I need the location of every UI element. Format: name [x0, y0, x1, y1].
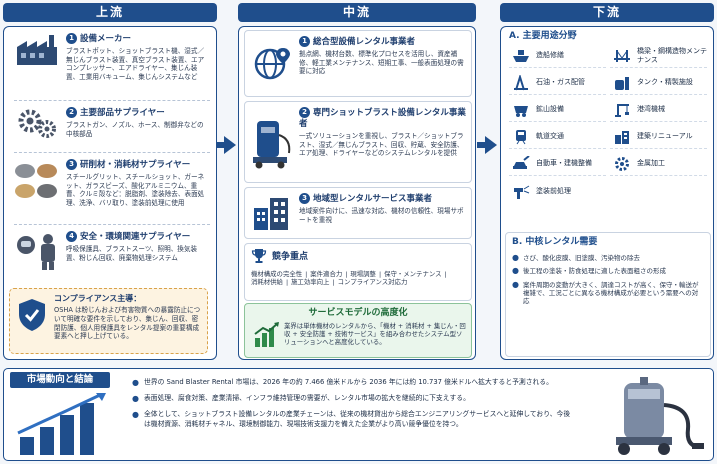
service-model-title: サービスモデルの高度化 [308, 308, 408, 318]
application-item: 建築リニューアル [610, 126, 707, 149]
market-point: ●表面処理、腐食対策、産業清掃、インフラ維持管理の需要が、レンタル市場の拡大を継… [132, 393, 470, 403]
item-title: 総合型設備レンタル事業者 [313, 37, 416, 47]
abrasive-piles-icon [12, 159, 62, 207]
tank-icon [610, 75, 634, 91]
sandblaster-machine-icon [594, 375, 706, 457]
section-a-title: A. 主要用途分野 [509, 31, 577, 41]
compliance-box: コンプライアンス主導： OSHA は粉じんおよび有害物質への暴露防止について明確… [9, 288, 208, 354]
upstream-column: 上流 [3, 3, 217, 22]
globe-location-icon [249, 36, 295, 91]
downstream-column: 下流 [500, 3, 714, 22]
item-title: 地域型レンタルサービス事業者 [313, 194, 433, 204]
market-section: 市場動向と結論 ●世界の Sand Blaster Rental 市場は、202… [3, 368, 714, 461]
upstream-header: 上流 [3, 3, 217, 22]
compliance-desc: OSHA は粉じんおよび有害物質への暴露防止について明確な要件を示しており、集じ… [54, 306, 201, 341]
item-title: 安全・環境関連サプライヤー [80, 232, 191, 242]
item-desc: スチールグリット、スチールショット、ガーネット、ガラスビーズ、酸化アルミニウム、… [66, 173, 205, 207]
mining-cart-icon [509, 102, 533, 118]
demand-item: ●後工程の塗装・防食処理に適した表面粗さの形成 [512, 266, 666, 276]
application-item: 港湾機械 [610, 99, 707, 122]
arrow-right-icon [477, 136, 497, 154]
protective-gear-icon [12, 231, 62, 271]
item-desc: 一式ソリューションを重視し、ブラスト／ショットブラスト、湿式／無じんブラスト、回… [299, 132, 464, 158]
bridge-icon [610, 48, 634, 64]
section-b-title: B. 中核レンタル需要 [512, 237, 598, 247]
application-item: 橋梁・鋼構造物メンテナンス [610, 45, 707, 68]
ship-icon [509, 48, 533, 64]
divider [14, 224, 210, 225]
service-model-box: サービスモデルの高度化 業界は単体機材のレンタルから、「機材 + 消耗材 + 集… [244, 303, 472, 358]
gear-icon [610, 156, 634, 172]
demand-item: ●案件周期の変動が大きく、調達コストが高く、保守・輸送が複雑で、工況ごとに異なる… [512, 279, 699, 306]
growth-bar-chart-icon [14, 393, 114, 457]
item-desc: 地域案件向けに、迅速な対応、機材の信頼性、現場サポートを重視 [299, 207, 464, 224]
building-icon [610, 129, 634, 145]
market-point: ●世界の Sand Blaster Rental 市場は、2026 年の約 7.… [132, 378, 553, 387]
compliance-title: コンプライアンス主導： [54, 294, 142, 303]
divider [14, 100, 210, 101]
demand-item: ●さび、酸化皮膜、旧塗膜、汚染物の除去 [512, 252, 640, 262]
trophy-icon [251, 248, 267, 267]
application-item: 造船修繕 [509, 45, 606, 68]
competition-box: 競争重点 機材構成の完全性 | 案件適合力 | 現場調整 | 保守・メンテナンス… [244, 243, 472, 301]
item-desc: ブラストポット、ショットブラスト機、湿式／無じんブラスト装置、真空ブラスト装置、… [66, 47, 205, 81]
item-title: 専門ショットブラスト設備レンタル事業者 [299, 108, 466, 130]
market-tag: 市場動向と結論 [10, 372, 110, 388]
application-item: 塗装前処理 [509, 180, 606, 203]
midstream-header: 中流 [238, 3, 476, 22]
downstream-header: 下流 [500, 3, 714, 22]
item-title: 設備メーカー [80, 34, 132, 44]
application-item: 自動車・建機整備 [509, 153, 606, 176]
factory-icon [12, 33, 62, 81]
competition-points: 機材構成の完全性 | 案件適合力 | 現場調整 | 保守・メンテナンス | 消耗… [251, 270, 447, 287]
core-demand-box: B. 中核レンタル需要 ●さび、酸化皮膜、旧塗膜、汚染物の除去 ●後工程の塗装・… [505, 232, 711, 357]
application-item: 金属加工 [610, 153, 707, 176]
service-model-desc: 業界は単体機材のレンタルから、「機材 + 消耗材 + 集じん・回収 + 安全防護… [284, 321, 466, 347]
oil-rig-icon [509, 75, 533, 91]
market-points: ●世界の Sand Blaster Rental 市場は、2026 年の約 7.… [132, 378, 572, 435]
spray-gun-icon [509, 184, 533, 200]
item-desc: ブラストガン、ノズル、ホース、制御弁などの中核部品 [66, 121, 204, 138]
market-point: ●全体として、ショットブラスト設備レンタルの産業チェーンは、従来の機材貸出から総… [132, 409, 571, 428]
item-title: 主要部品サプライヤー [80, 108, 165, 118]
application-item: 軌道交通 [509, 126, 606, 149]
competition-title: 競争重点 [272, 251, 309, 262]
application-item: タンク・精製施設 [610, 72, 707, 95]
divider [14, 152, 210, 153]
growth-chart-icon [250, 321, 284, 348]
application-item: 鉱山設備 [509, 99, 606, 122]
application-item: 石油・ガス配管 [509, 72, 606, 95]
train-icon [509, 129, 533, 145]
gears-icon [12, 107, 62, 139]
car-wrench-icon [509, 156, 533, 172]
buildings-icon [249, 193, 295, 233]
shield-check-icon [13, 294, 51, 348]
application-grid: 造船修繕 橋梁・鋼構造物メンテナンス 石油・ガス配管 タンク・精製施設 鉱山設備… [509, 45, 707, 203]
item-desc: 呼吸保護具、ブラストスーツ、照明、換気装置、粉じん回収、廃棄物処理システム [66, 245, 198, 262]
midstream-column: 中流 [238, 3, 476, 22]
item-desc: 拠点網、機材台数、標準化プロセスを活用し、資産補修、軽工業メンテナンス、短期工事… [299, 50, 464, 76]
blast-machine-icon [249, 107, 295, 177]
downstream-panel: A. 主要用途分野 造船修繕 橋梁・鋼構造物メンテナンス 石油・ガス配管 タンク… [500, 26, 714, 360]
crane-icon [610, 102, 634, 118]
arrow-right-icon [216, 136, 236, 154]
item-title: 研削材・消耗材サプライヤー [80, 160, 191, 170]
